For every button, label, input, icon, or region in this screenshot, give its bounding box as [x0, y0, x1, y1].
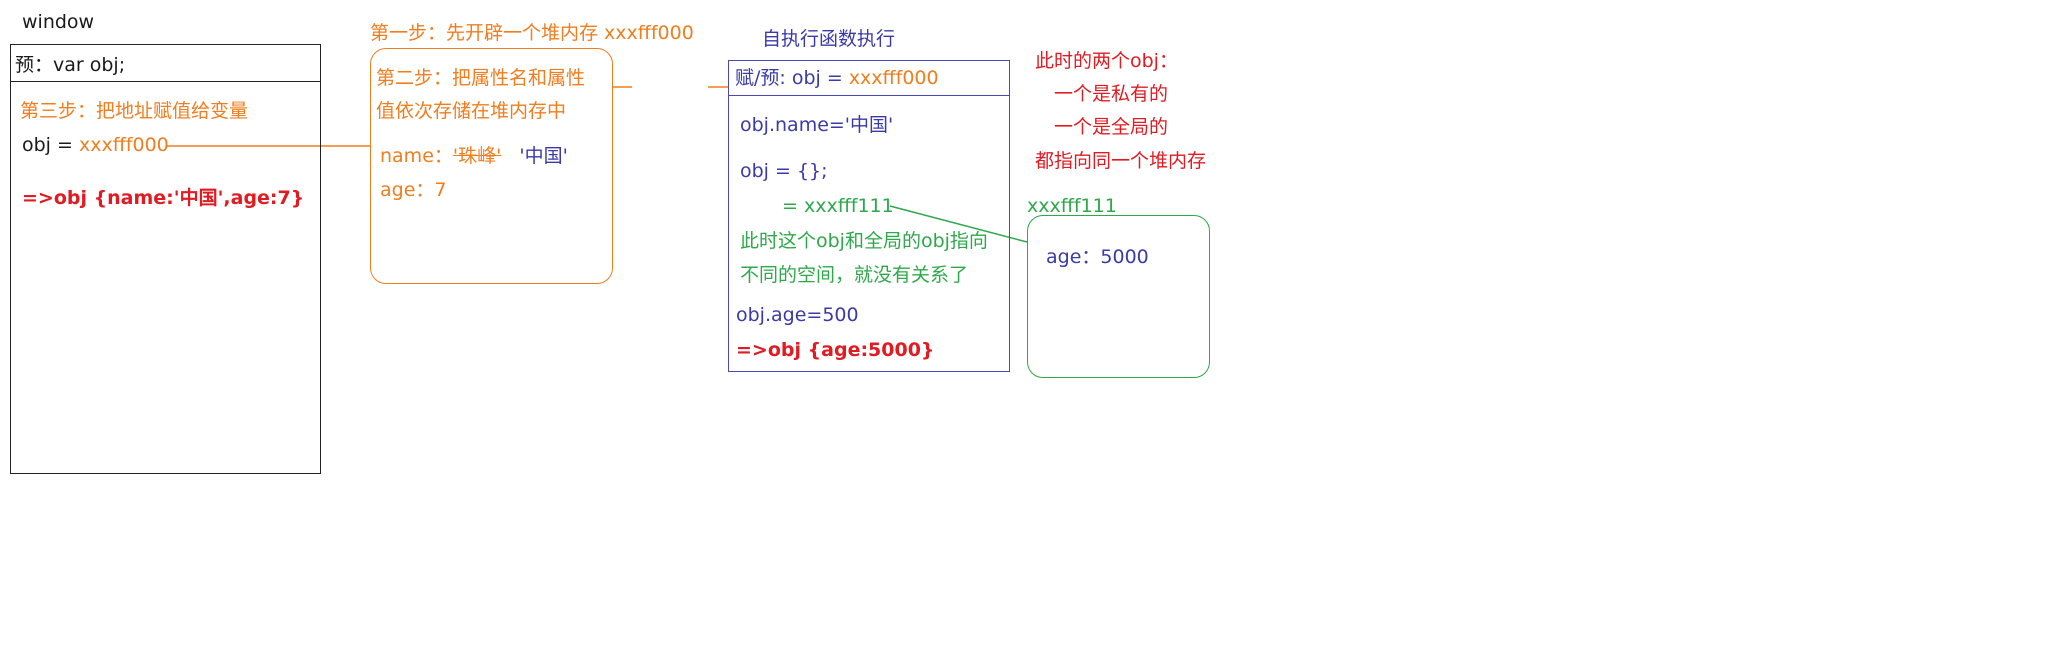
function-header: 赋/预: obj = xxxfff000 [735, 69, 939, 88]
window-result: =>obj {name:'中国',age:7} [22, 187, 305, 209]
note-line2: 一个是私有的 [1054, 83, 1169, 105]
heap1-name-new: '中国' [519, 145, 568, 167]
function-line-eq: = xxxfff111 [782, 195, 894, 217]
window-box [10, 44, 321, 474]
heap2-age-prop: age：5000 [1046, 246, 1149, 268]
heap1-step2-line1: 第二步：把属性名和属性 [376, 67, 586, 89]
heap2-addr: xxxfff111 [1027, 195, 1117, 217]
heap1-name-prop: name：'珠峰' '中国' [380, 147, 568, 166]
fn-to-heap2-line [889, 205, 1028, 243]
window-divider [10, 81, 321, 82]
function-result: =>obj {age:5000} [736, 339, 935, 361]
function-header-addr: xxxfff000 [848, 67, 939, 89]
function-note-line1: 此时这个obj和全局的obj指向 [740, 230, 988, 252]
window-obj-label: obj = [22, 134, 79, 156]
function-line-obj: obj = {}; [740, 160, 828, 182]
function-note-line2: 不同的空间，就没有关系了 [740, 264, 969, 286]
function-line-name: obj.name='中国' [740, 114, 894, 136]
heap1-box [370, 48, 613, 284]
window-title: window [22, 11, 95, 33]
note-line1: 此时的两个obj： [1035, 50, 1178, 72]
function-header-code: obj = [791, 67, 849, 89]
window-step3: 第三步：把地址赋值给变量 [20, 100, 249, 122]
heap2-box [1027, 215, 1210, 378]
window-obj-assignment: obj = xxxfff000 [22, 136, 169, 155]
heap1-age-prop: age：7 [380, 179, 447, 201]
function-box [728, 60, 1010, 372]
note-line3: 一个是全局的 [1054, 116, 1169, 138]
heap1-step2-line2: 值依次存储在堆内存中 [376, 100, 567, 122]
heap1-name-old: '珠峰' [452, 145, 502, 167]
heap1-step1-title: 第一步：先开辟一个堆内存 xxxfff000 [370, 22, 694, 44]
function-line-age: obj.age=500 [736, 304, 859, 326]
window-obj-addr: xxxfff000 [78, 134, 169, 156]
window-pre-declaration: 预：var obj; [15, 54, 126, 76]
function-divider [728, 95, 1010, 96]
function-title: 自执行函数执行 [762, 28, 896, 50]
function-header-label: 赋/预: [735, 67, 792, 89]
heap1-name-label: name： [380, 145, 453, 167]
note-line4: 都指向同一个堆内存 [1035, 150, 1207, 172]
